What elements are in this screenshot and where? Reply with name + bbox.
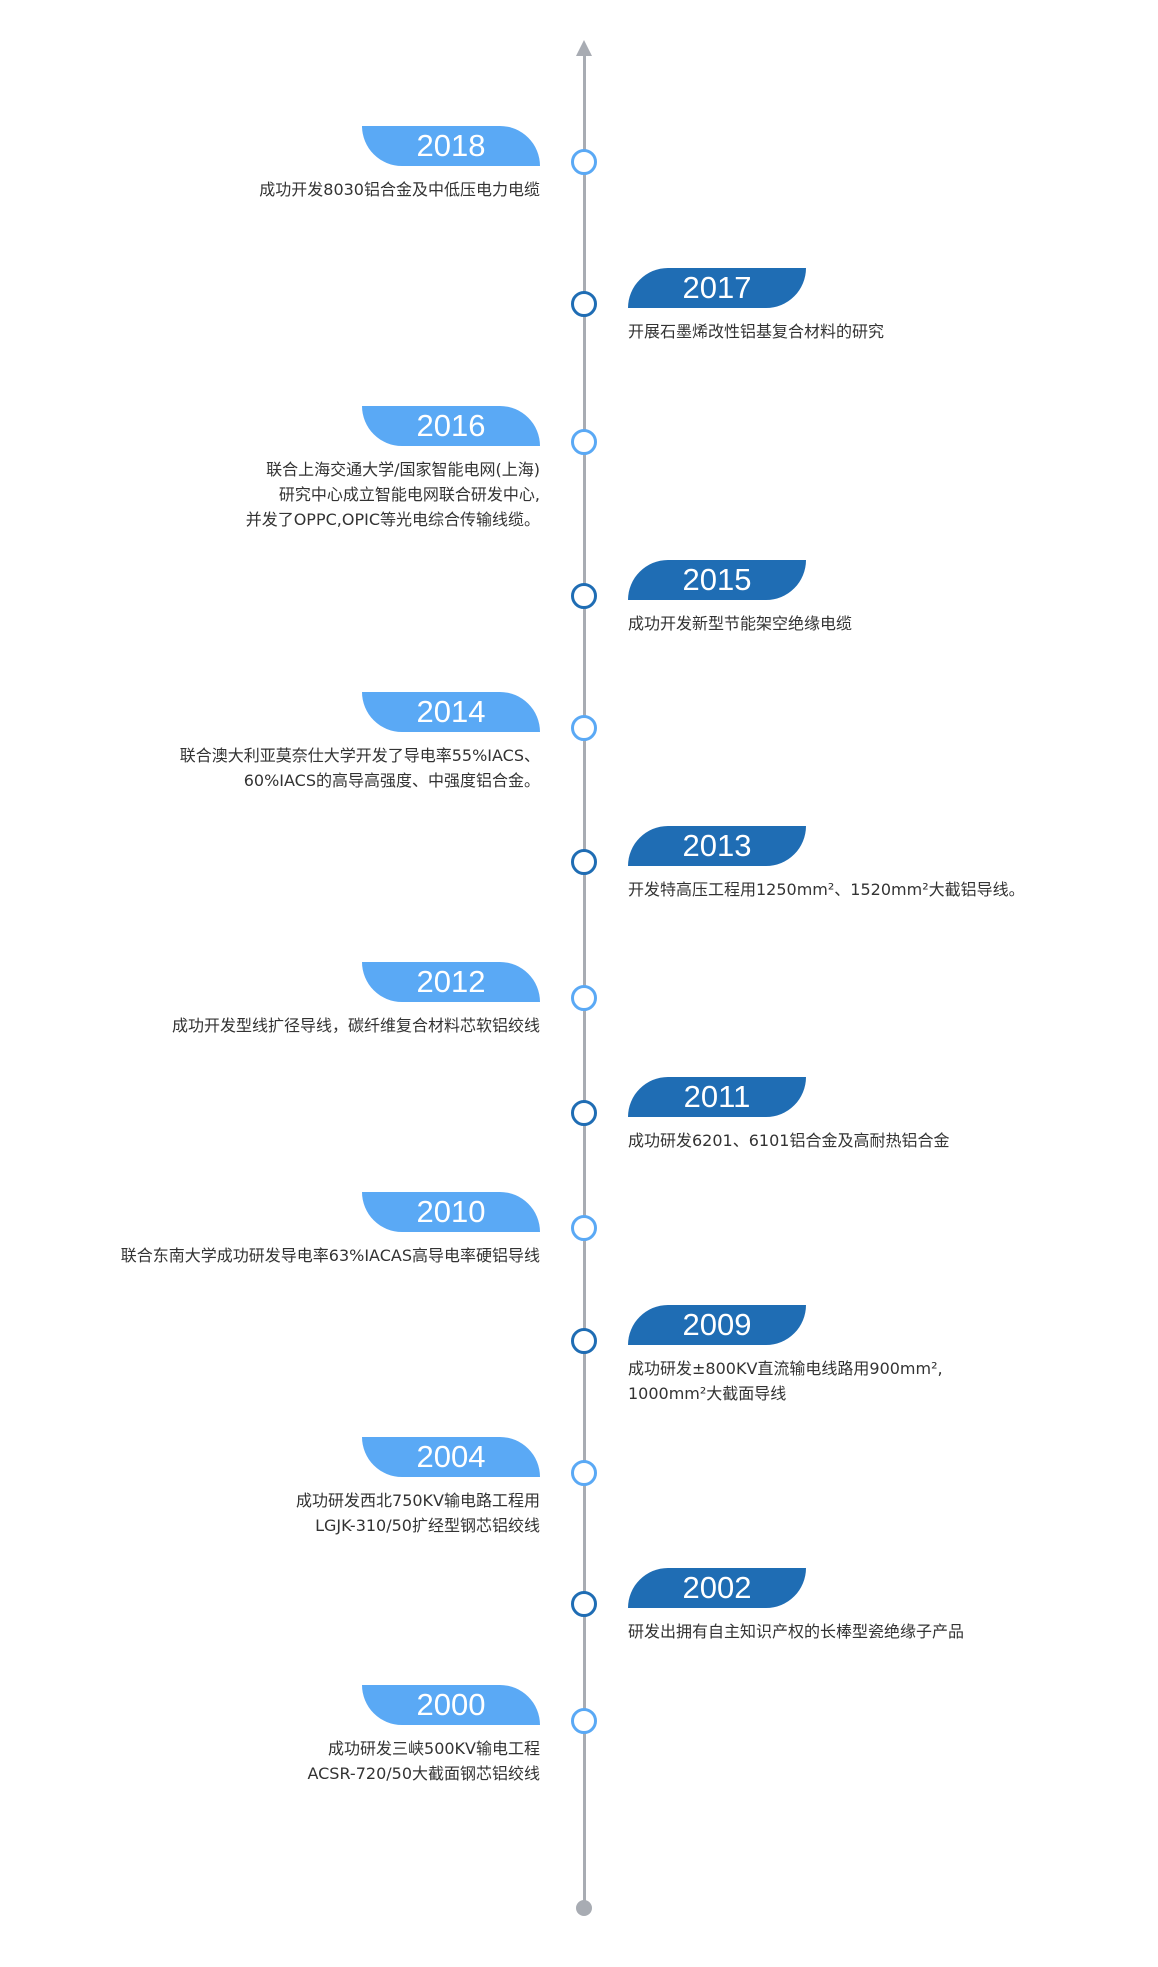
timeline-node-2000 — [571, 1708, 597, 1734]
description-line: 联合上海交通大学/国家智能电网(上海) — [266, 460, 540, 479]
description-line: 1000mm²大截面导线 — [628, 1384, 787, 1403]
milestone-description-2004: 成功研发西北750KV输电路工程用 LGJK-310/50扩经型钢芯铝绞线 — [296, 1488, 540, 1538]
milestone-description-2013: 开发特高压工程用1250mm²、1520mm²大截铝导线。 — [628, 877, 1025, 902]
milestone-description-2017: 开展石墨烯改性铝基复合材料的研究 — [628, 319, 884, 344]
year-badge-2016: 2016 — [362, 406, 540, 446]
description-line: 成功研发±800KV直流输电线路用900mm², — [628, 1359, 943, 1378]
description-line: 成功开发8030铝合金及中低压电力电缆 — [259, 180, 540, 199]
year-badge-2002: 2002 — [628, 1568, 806, 1608]
description-line: ACSR-720/50大截面钢芯铝绞线 — [307, 1764, 540, 1783]
timeline-node-2017 — [571, 291, 597, 317]
description-line: 开发特高压工程用1250mm²、1520mm²大截铝导线。 — [628, 880, 1025, 899]
description-line: 联合东南大学成功研发导电率63%IACAS高导电率硬铝导线 — [120, 1246, 540, 1265]
timeline-node-2013 — [571, 849, 597, 875]
timeline-node-2014 — [571, 715, 597, 741]
year-badge-2012: 2012 — [362, 962, 540, 1002]
milestone-description-2012: 成功开发型线扩径导线，碳纤维复合材料芯软铝绞线 — [172, 1013, 540, 1038]
milestone-description-2018: 成功开发8030铝合金及中低压电力电缆 — [259, 177, 540, 202]
timeline-node-2012 — [571, 985, 597, 1011]
timeline-node-2002 — [571, 1591, 597, 1617]
timeline-node-2011 — [571, 1100, 597, 1126]
year-badge-2013: 2013 — [628, 826, 806, 866]
milestone-description-2010: 联合东南大学成功研发导电率63%IACAS高导电率硬铝导线 — [121, 1243, 540, 1268]
description-line: 60%IACS的高导高强度、中强度铝合金。 — [243, 771, 540, 790]
description-line: 联合澳大利亚莫奈仕大学开发了导电率55%IACS、 — [179, 746, 540, 765]
milestone-description-2014: 联合澳大利亚莫奈仕大学开发了导电率55%IACS、 60%IACS的高导高强度、中… — [180, 743, 540, 793]
description-line: 研发出拥有自主知识产权的长棒型瓷绝缘子产品 — [628, 1622, 965, 1641]
timeline-node-2010 — [571, 1215, 597, 1241]
description-line: 研究中心成立智能电网联合研发中心, — [278, 485, 540, 504]
year-badge-2015: 2015 — [628, 560, 806, 600]
timeline-node-2009 — [571, 1328, 597, 1354]
description-line: 成功开发型线扩径导线，碳纤维复合材料芯软铝绞线 — [171, 1016, 540, 1035]
milestone-description-2000: 成功研发三峡500KV输电工程 ACSR-720/50大截面钢芯铝绞线 — [307, 1736, 540, 1786]
description-line: 并发了OPPC,OPIC等光电综合传输线缆。 — [245, 510, 540, 529]
year-badge-2018: 2018 — [362, 126, 540, 166]
description-line: 成功研发三峡500KV输电工程 — [328, 1739, 540, 1758]
milestone-description-2015: 成功开发新型节能架空绝缘电缆 — [628, 611, 852, 636]
year-badge-2000: 2000 — [362, 1685, 540, 1725]
timeline-node-2004 — [571, 1460, 597, 1486]
year-badge-2011: 2011 — [628, 1077, 806, 1117]
axis-arrow-icon — [576, 40, 592, 56]
year-badge-2010: 2010 — [362, 1192, 540, 1232]
milestone-description-2002: 研发出拥有自主知识产权的长棒型瓷绝缘子产品 — [628, 1619, 964, 1644]
description-line: 成功研发西北750KV输电路工程用 — [296, 1491, 540, 1510]
milestone-description-2011: 成功研发6201、6101铝合金及高耐热铝合金 — [628, 1128, 949, 1153]
description-line: 成功研发6201、6101铝合金及高耐热铝合金 — [628, 1131, 950, 1150]
milestone-description-2009: 成功研发±800KV直流输电线路用900mm², 1000mm²大截面导线 — [628, 1356, 943, 1406]
year-badge-2009: 2009 — [628, 1305, 806, 1345]
timeline-axis — [583, 52, 586, 1907]
milestone-description-2016: 联合上海交通大学/国家智能电网(上海) 研究中心成立智能电网联合研发中心, 并发了O… — [246, 457, 540, 532]
description-line: LGJK-310/50扩经型钢芯铝绞线 — [315, 1516, 540, 1535]
timeline-node-2015 — [571, 583, 597, 609]
timeline-node-2018 — [571, 149, 597, 175]
description-line: 开展石墨烯改性铝基复合材料的研究 — [628, 322, 885, 341]
year-badge-2017: 2017 — [628, 268, 806, 308]
axis-end-dot — [576, 1900, 592, 1916]
year-badge-2004: 2004 — [362, 1437, 540, 1477]
year-badge-2014: 2014 — [362, 692, 540, 732]
description-line: 成功开发新型节能架空绝缘电缆 — [628, 614, 853, 633]
timeline-node-2016 — [571, 429, 597, 455]
